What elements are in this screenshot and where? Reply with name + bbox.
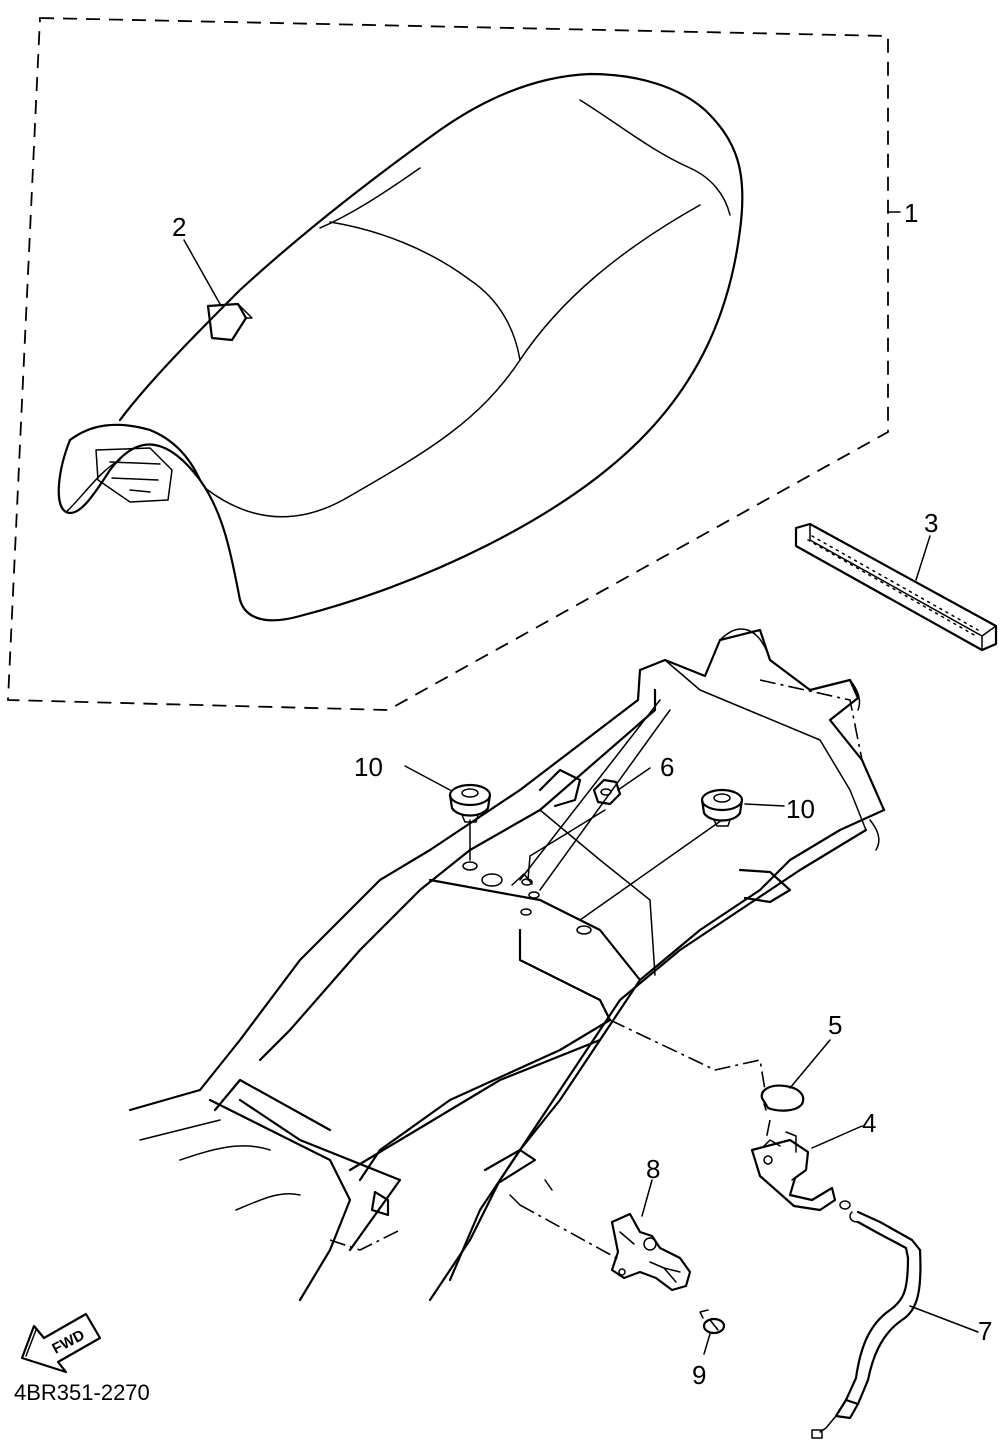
leader-6: [527, 809, 606, 881]
seat-lock: [750, 1131, 851, 1212]
screw: [699, 1309, 726, 1335]
callout-10-right: 10: [786, 794, 815, 824]
forward-direction-arrow: FWD: [20, 1312, 102, 1374]
key-lock-cylinder: [610, 1212, 692, 1292]
center-line-part-8: [519, 1204, 621, 1261]
rear-frame: [128, 628, 886, 1302]
leader-6-upper-2: [539, 709, 671, 891]
callout-2: 2: [172, 212, 186, 242]
callout-leader-10a: [404, 765, 451, 791]
center-line-frame-front: [759, 679, 863, 761]
callout-3: 3: [924, 508, 938, 538]
callout-9: 9: [692, 1360, 706, 1390]
callout-leader-8: [641, 1179, 653, 1217]
assembly-boundary: [7, 17, 889, 711]
callout-leader-6: [617, 767, 651, 791]
seat-assembly: [57, 72, 744, 622]
seat-damper-strip: [794, 522, 998, 652]
cover-plate: [760, 1084, 805, 1112]
callout-leader-10b: [744, 803, 785, 807]
grommet-left: [448, 783, 492, 823]
callout-leader-9: [703, 1333, 711, 1355]
diagram-code: 4BR351-2270: [14, 1380, 150, 1405]
callout-1: 1: [904, 198, 918, 228]
center-line-frame-rear: [329, 1229, 401, 1251]
callout-leader-7: [909, 1305, 979, 1333]
leader-6-upper: [519, 699, 661, 881]
callout-leader-2: [183, 239, 221, 305]
callout-8: 8: [646, 1154, 660, 1184]
center-line-part-5: [609, 1019, 766, 1091]
nut: [592, 778, 622, 806]
leader-10b: [579, 819, 723, 921]
seat-lock-cable: [811, 1210, 922, 1439]
callout-7: 7: [978, 1316, 992, 1346]
callout-5: 5: [828, 1010, 842, 1040]
callout-4: 4: [862, 1108, 876, 1138]
callout-6: 6: [660, 752, 674, 782]
callout-leader-4: [811, 1125, 863, 1149]
grommet-right: [700, 788, 744, 827]
callout-leader-5: [789, 1039, 831, 1089]
center-line-part-4: [765, 1119, 771, 1141]
callout-10-left: 10: [354, 752, 383, 782]
callout-leader-3: [915, 535, 931, 581]
